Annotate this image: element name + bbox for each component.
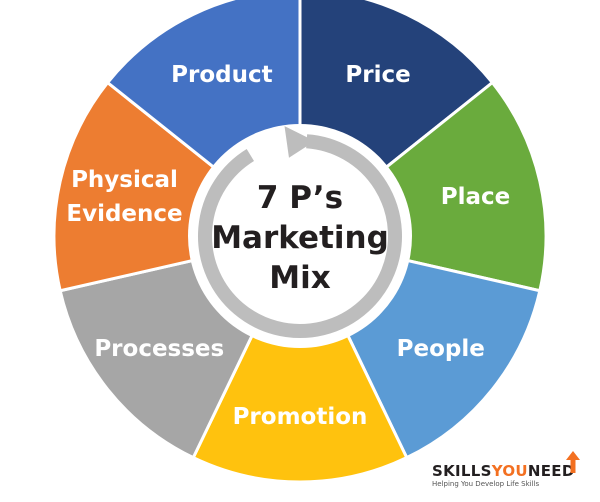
up-arrow-icon <box>566 451 580 473</box>
cycle-arrow-head-icon <box>284 126 315 158</box>
center-title-line-2: Marketing <box>211 220 389 256</box>
logo-wordmark: SKILLSYOUNEED <box>432 463 582 479</box>
segment-label-promotion: Promotion <box>233 404 368 430</box>
skillsyouneed-logo: SKILLSYOUNEED Helping You Develop Life S… <box>432 451 582 488</box>
center-title-line-3: Mix <box>269 260 330 296</box>
cycle-arrow-ring <box>198 134 402 338</box>
center-disc <box>188 124 412 348</box>
segment-label-price: Price <box>345 62 410 88</box>
logo-tagline: Helping You Develop Life Skills <box>432 480 540 488</box>
logo-word-skills: SKILLS <box>432 462 492 480</box>
logo-word-need: NEED <box>527 462 575 480</box>
segment-promotion <box>191 232 409 484</box>
segment-label-place: Place <box>441 184 511 210</box>
logo-word-you: YOU <box>491 462 528 480</box>
segment-label-people: People <box>397 336 485 362</box>
segment-label-product: Product <box>171 62 272 88</box>
segment-label-processes: Processes <box>94 336 224 362</box>
center-title-line-1: 7 P’s <box>257 180 343 216</box>
